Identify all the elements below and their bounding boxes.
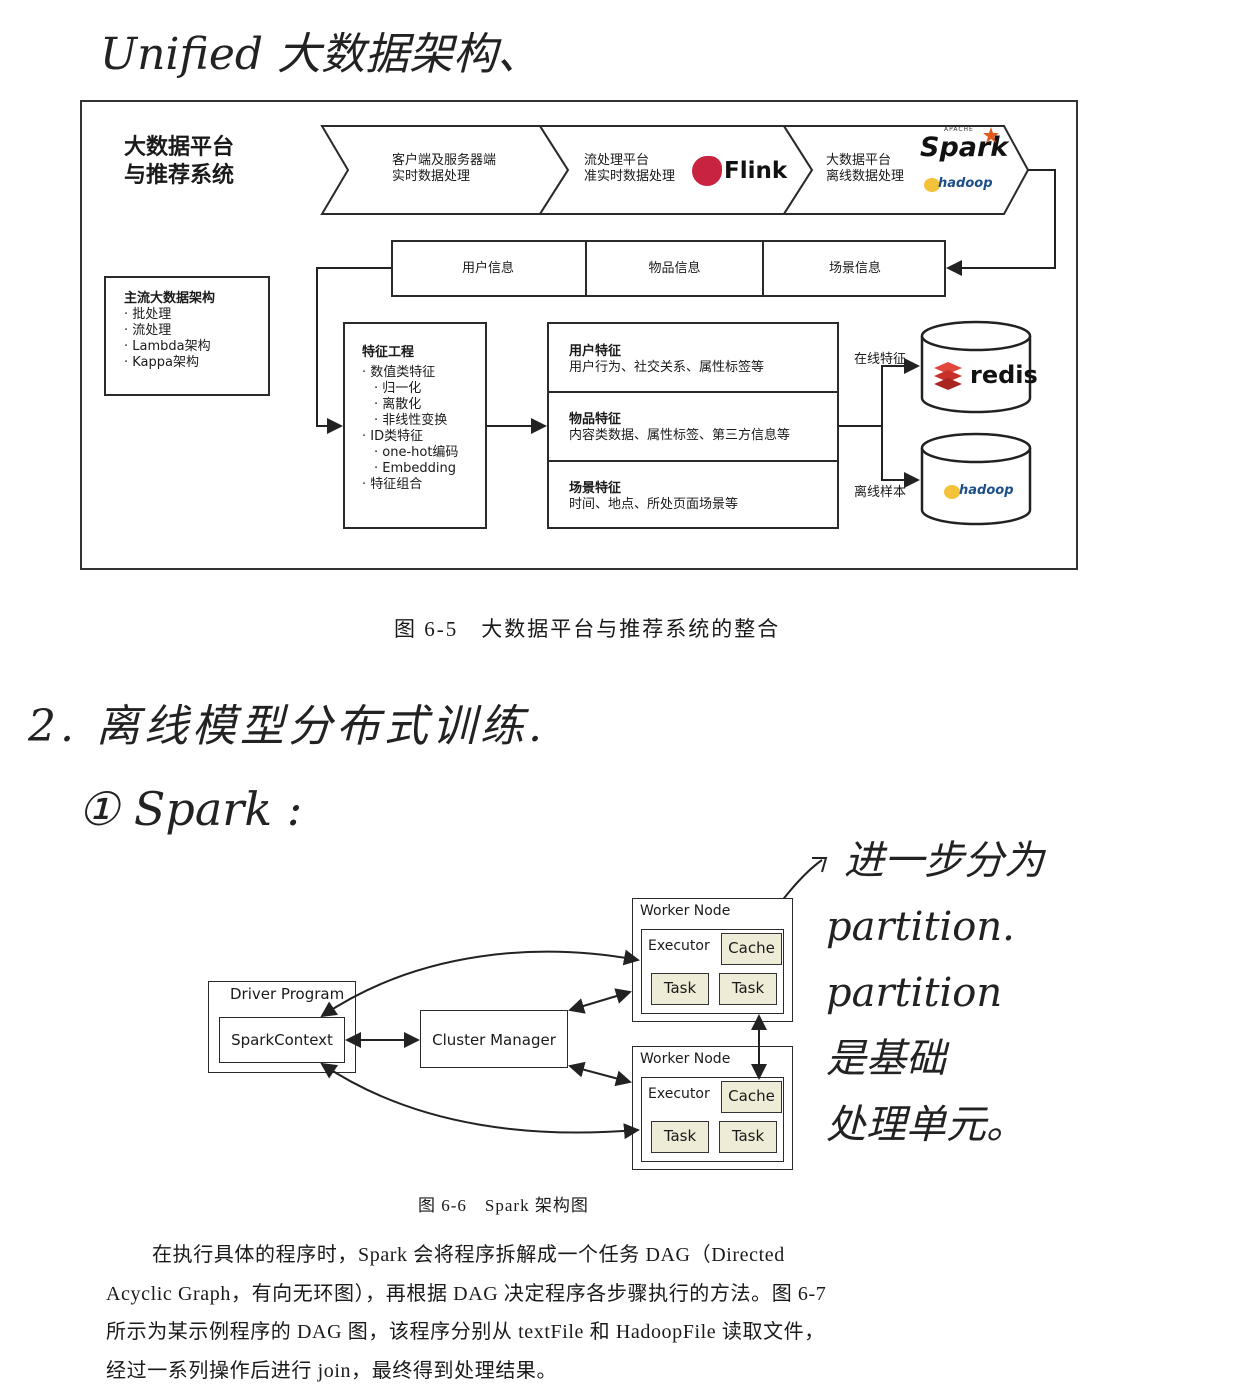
feature-engineering-text: 特征工程 · 数值类特征 · 归一化 · 离散化 · 非线性变换 · ID类特征…	[362, 345, 459, 492]
chevron-stream-label: 流处理平台 准实时数据处理	[584, 153, 676, 184]
spark-context-box	[219, 1017, 345, 1063]
task-2b: Task	[719, 1121, 777, 1153]
spark-context-label: SparkContext	[231, 1031, 333, 1049]
divider	[547, 391, 839, 393]
cluster-manager-label: Cluster Manager	[432, 1031, 556, 1049]
handwritten-note-title: Unified 大数据架构、	[100, 29, 542, 80]
info-cell-item: 物品信息	[648, 261, 701, 276]
worker-node-1-label: Worker Node	[640, 903, 731, 919]
mainstream-architecture-text: 主流大数据架构 · 批处理 · 流处理 · Lambda架构 · Kappa架构	[124, 291, 216, 370]
feature-engineering-box	[343, 322, 487, 529]
handwritten-side-note: 进一步分为 partition. partition 是基础 处理单元。	[826, 838, 1044, 1148]
hadoop-logo-db: hadoop	[944, 482, 1024, 504]
info-cell-scene: 场景信息	[828, 261, 881, 276]
body-paragraph: 在执行具体的程序时，Spark 会将程序拆解成一个任务 DAG（Directed…	[106, 1244, 827, 1382]
worker-node-2-label: Worker Node	[640, 1051, 731, 1067]
hadoop-elephant-icon	[924, 178, 940, 192]
task-1a: Task	[651, 973, 709, 1005]
redis-label: redis	[970, 361, 1038, 389]
figure-6-5-caption: 图 6-5 大数据平台与推荐系统的整合	[394, 617, 781, 641]
spark-star-icon	[983, 127, 999, 143]
online-feature-label: 在线特征	[854, 352, 907, 367]
figure-6-5-title: 大数据平台 与推荐系统	[124, 135, 235, 188]
feature-user: 用户特征 用户行为、社交关系、属性标签等	[569, 344, 765, 375]
pipeline-chevrons	[320, 125, 1030, 215]
info-cell-user: 用户信息	[461, 261, 514, 276]
hadoop-elephant-icon	[944, 485, 960, 499]
figure-6-5	[80, 100, 1078, 570]
hadoop-logo-top: hadoop	[924, 176, 994, 198]
info-row	[391, 240, 946, 297]
feature-scene: 场景特征 时间、地点、所处页面场景等	[569, 481, 739, 512]
hadoop-database-icon	[920, 432, 1032, 526]
flink-squirrel-icon	[692, 156, 722, 186]
executor-1-label: Executor	[648, 938, 710, 954]
chevron-batch-label: 大数据平台 离线数据处理	[826, 153, 905, 184]
redis-database-icon	[920, 320, 1032, 414]
chevron-batch	[782, 125, 1030, 215]
divider	[585, 240, 587, 297]
divider	[762, 240, 764, 297]
handwritten-sub-note: ① Spark :	[78, 782, 303, 836]
figure-6-5-connectors	[316, 169, 1056, 526]
feature-item: 物品特征 内容类数据、属性标签、第三方信息等	[569, 412, 791, 443]
handwritten-section-note: 2. 离线模型分布式训练.	[28, 701, 546, 752]
flink-logo: Flink	[690, 152, 790, 192]
spark-logo: APACHE Spark	[920, 126, 1009, 163]
features-table	[547, 322, 839, 529]
task-1b: Task	[719, 973, 777, 1005]
task-2a: Task	[651, 1121, 709, 1153]
cache-2: Cache	[721, 1081, 782, 1113]
mainstream-architecture-box	[104, 276, 270, 396]
divider	[547, 460, 839, 462]
chevron-realtime-label: 客户端及服务器端 实时数据处理	[392, 153, 497, 184]
driver-program-label: Driver Program	[230, 985, 345, 1003]
redis-logo-icon	[934, 362, 962, 390]
figure-6-6-caption: 图 6-6 Spark 架构图	[418, 1196, 589, 1215]
offline-sample-label: 离线样本	[854, 485, 907, 500]
executor-2-label: Executor	[648, 1086, 710, 1102]
cache-1: Cache	[721, 933, 782, 965]
figure-6-6-connectors	[320, 949, 767, 1140]
cluster-manager-box	[420, 1010, 568, 1068]
